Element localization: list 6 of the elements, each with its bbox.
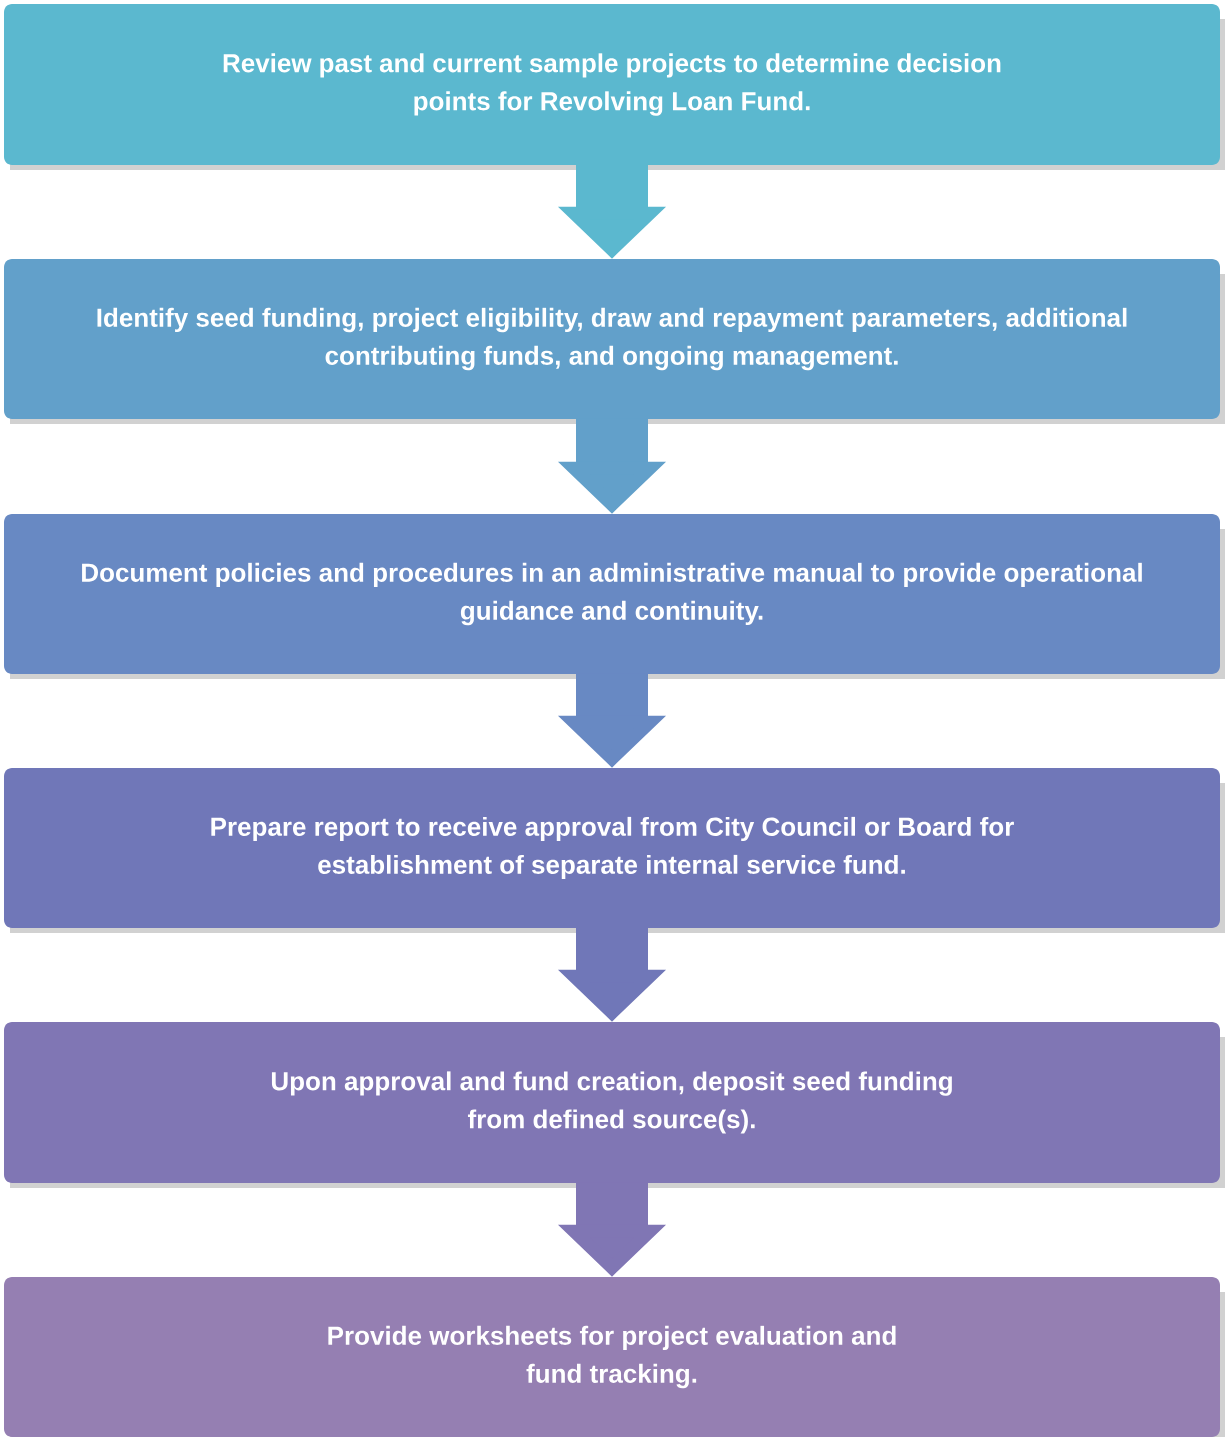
process-box: Review past and current sample projects to determine decision points for Revolving Loan Fund. [4, 4, 1220, 165]
process-box: Prepare report to receive approval from City Council or Board for establishment of separate internal service fund. [4, 768, 1220, 928]
process-box: Upon approval and fund creation, deposit seed funding from defined source(s). [4, 1022, 1220, 1183]
process-box: Provide worksheets for project evaluation and fund tracking. [4, 1277, 1220, 1437]
process-box: Document policies and procedures in an administrative manual to provide operational guidance and continuity. [4, 514, 1220, 674]
process-box: Identify seed funding, project eligibility, draw and repayment parameters, additional contributing funds, and ongoing management. [4, 259, 1220, 419]
